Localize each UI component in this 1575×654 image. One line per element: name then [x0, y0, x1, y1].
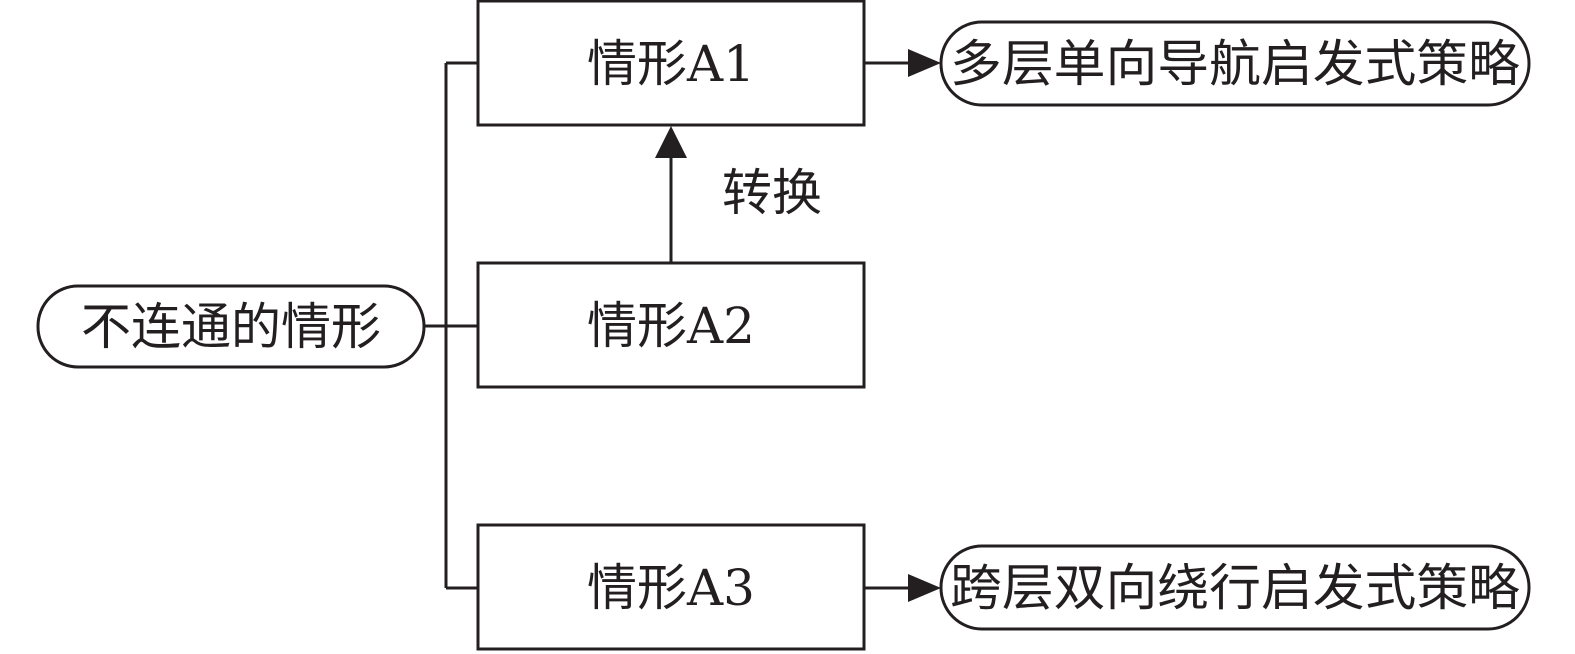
strategy2-node: 跨层双向绕行启发式策略 — [939, 544, 1531, 631]
case-a1-node: 情形A1 — [476, 0, 866, 127]
root-node-label: 不连通的情形 — [81, 298, 381, 356]
strategy1-label: 多层单向导航启发式策略 — [950, 35, 1520, 93]
strategy2-label: 跨层双向绕行启发式策略 — [950, 559, 1520, 617]
case-a1-label: 情形A1 — [587, 35, 755, 93]
transition-label: 转换 — [722, 164, 822, 222]
case-a3-label: 情形A3 — [587, 559, 755, 617]
case-a2-node: 情形A2 — [476, 261, 866, 389]
case-a2-label: 情形A2 — [587, 297, 755, 355]
root-node: 不连通的情形 — [36, 284, 426, 369]
arrow-a1-to-strategy1 — [865, 49, 941, 77]
transition-arrow — [655, 126, 687, 263]
connector-lines — [424, 61, 478, 590]
case-a3-node: 情形A3 — [476, 523, 866, 651]
strategy1-node: 多层单向导航启发式策略 — [939, 20, 1531, 107]
arrow-a3-to-strategy2 — [865, 574, 941, 602]
